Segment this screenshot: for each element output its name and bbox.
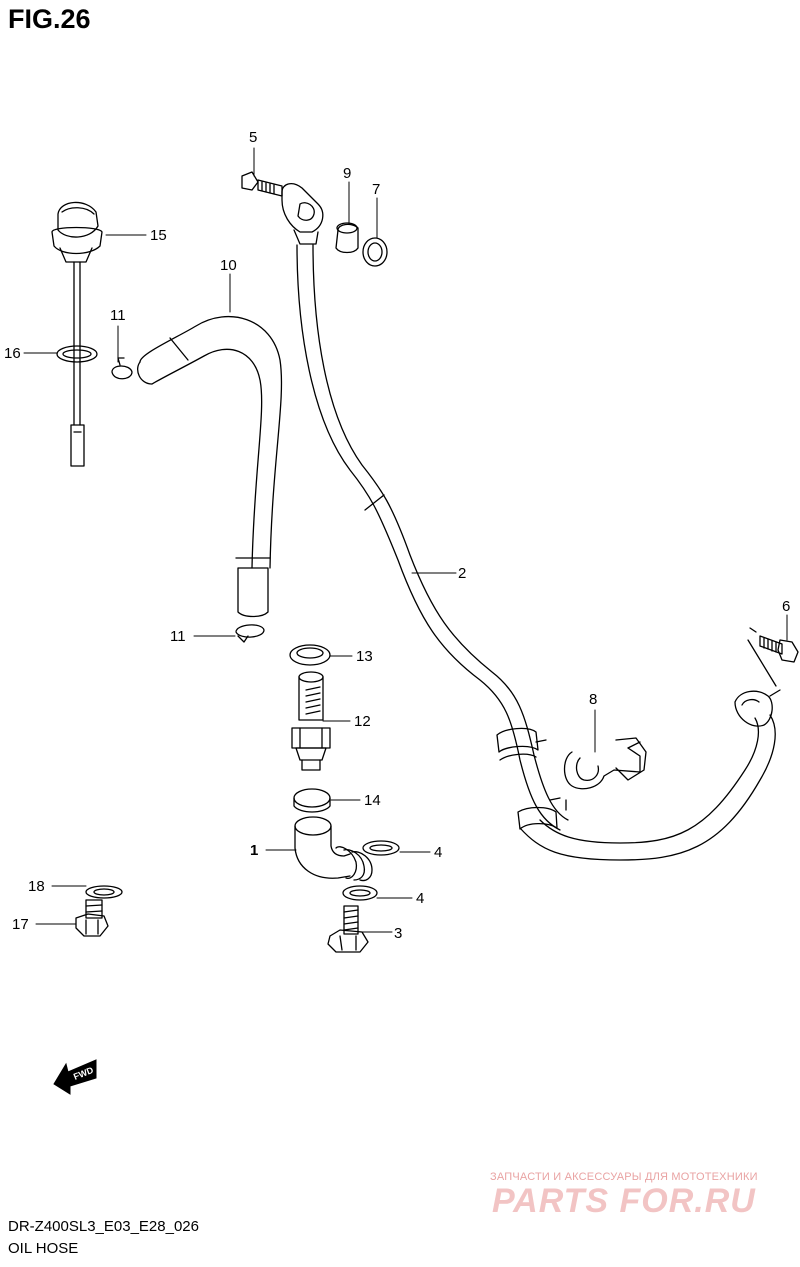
- part-1-hose-elbow[interactable]: [294, 816, 373, 882]
- part-11-clip-upper[interactable]: [111, 357, 133, 380]
- part-9-spacer[interactable]: [335, 222, 359, 254]
- callout-11-upper: 11: [110, 307, 126, 324]
- part-15-dipstick[interactable]: [51, 201, 103, 467]
- leader-lines: [23, 147, 788, 933]
- figure-title: FIG.26: [8, 4, 91, 34]
- watermark-logo: PARTS FOR.RU: [492, 1182, 756, 1220]
- callout-1: 1: [250, 842, 258, 859]
- diagram-name: OIL HOSE: [8, 1240, 79, 1257]
- fwd-arrow-icon: FWD: [53, 1059, 97, 1095]
- callout-4-lower: 4: [416, 890, 424, 907]
- callout-17: 17: [12, 916, 29, 933]
- callout-9: 9: [343, 165, 351, 182]
- callout-15: 15: [150, 227, 167, 244]
- part-8-bracket[interactable]: [563, 737, 647, 811]
- part-6-bolt[interactable]: [747, 627, 799, 687]
- watermark-tagline: ЗАПЧАСТИ И АКСЕССУАРЫ ДЛЯ МОТОТЕХНИКИ: [490, 1171, 758, 1183]
- part-7-o-ring[interactable]: [362, 237, 388, 267]
- callout-8: 8: [589, 691, 597, 708]
- callout-numbers: 5 9 7 15 10 11 16 2 6 11 13 8 12 14 1 4 …: [4, 129, 790, 942]
- part-11-clip-lower[interactable]: [235, 624, 265, 643]
- callout-12: 12: [354, 713, 371, 730]
- part-12-union[interactable]: [291, 671, 331, 771]
- callout-5: 5: [249, 129, 257, 146]
- part-16-o-ring[interactable]: [56, 345, 98, 363]
- part-4-washer-upper[interactable]: [362, 840, 400, 856]
- part-17-drain-plug[interactable]: [75, 899, 109, 937]
- callout-11-lower: 11: [170, 628, 186, 645]
- callout-7: 7: [372, 181, 380, 198]
- callout-3: 3: [394, 925, 402, 942]
- part-5-banjo-bolt[interactable]: [241, 171, 324, 245]
- part-3-union-bolt[interactable]: [327, 905, 369, 953]
- diagram-code: DR-Z400SL3_E03_E28_026: [8, 1218, 199, 1235]
- callout-13: 13: [356, 648, 373, 665]
- callout-2: 2: [458, 565, 466, 582]
- callout-4-upper: 4: [434, 844, 442, 861]
- part-2-oil-hose[interactable]: [296, 244, 781, 861]
- part-10-breather-hose[interactable]: [137, 315, 283, 618]
- callout-16: 16: [4, 345, 21, 362]
- callout-14: 14: [364, 792, 381, 809]
- callout-18: 18: [28, 878, 45, 895]
- part-14-clamp[interactable]: [293, 788, 331, 813]
- part-18-gasket[interactable]: [85, 885, 123, 899]
- part-4-washer-lower[interactable]: [342, 885, 378, 901]
- callout-10: 10: [220, 257, 237, 274]
- callout-6: 6: [782, 598, 790, 615]
- part-13-gasket[interactable]: [289, 644, 331, 666]
